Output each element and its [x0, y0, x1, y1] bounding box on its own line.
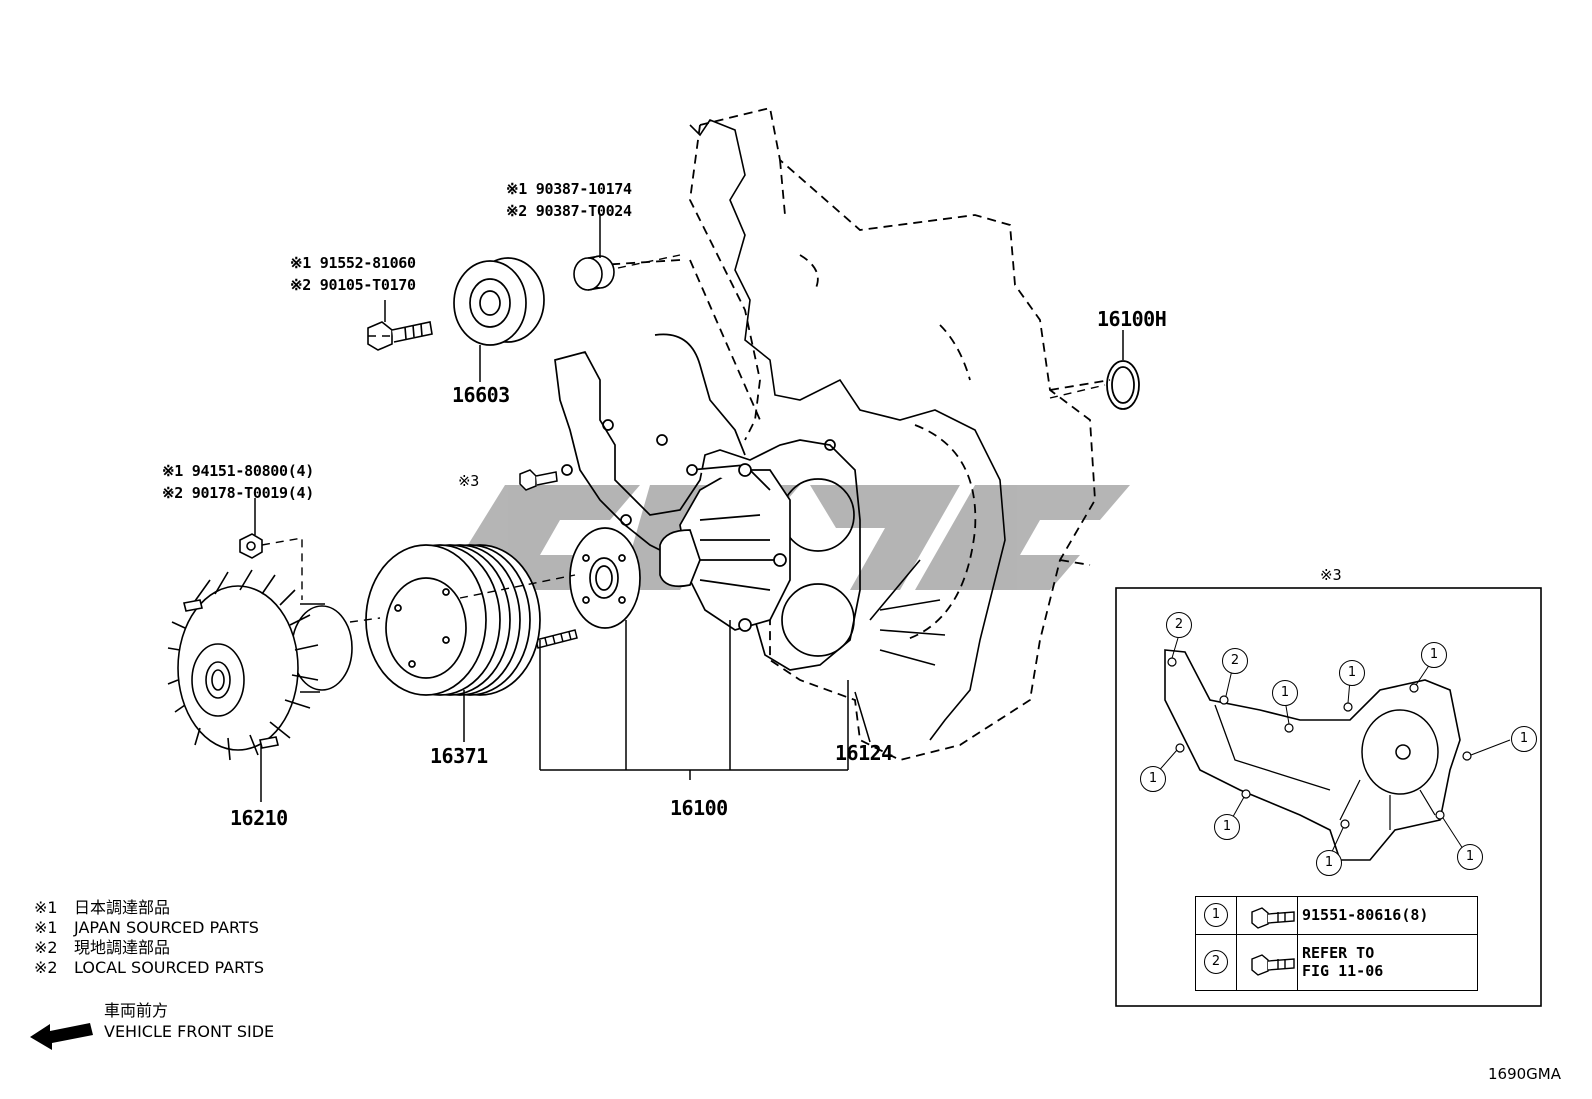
bolt-icon [1236, 896, 1298, 935]
inset-callout-1: 1 [1421, 642, 1447, 668]
part-16100H[interactable]: 16100H [1097, 307, 1167, 331]
o-ring-16100H [1106, 360, 1140, 410]
table-row: 1 91551-80616(8) [1195, 896, 1478, 935]
fastener-table: 1 91551-80616(8) 2 REFER TO FIG 11-06 [1195, 896, 1478, 992]
inset-callout-1: 1 [1511, 726, 1537, 752]
part-16603[interactable]: 16603 [452, 383, 510, 407]
alignment-dashes [261, 254, 1106, 623]
water-pump-body [659, 463, 791, 632]
bolt-91552 [367, 321, 433, 351]
table-row: 2 REFER TO FIG 11-06 [1195, 933, 1478, 992]
callout-91552: ※1 91552-81060 ※2 90105-T0170 [290, 252, 416, 296]
part-16100[interactable]: 16100 [670, 796, 728, 820]
callout-90387-line2: ※2 90387-T0024 [506, 202, 632, 220]
table-cell-num: 2 [1195, 933, 1237, 992]
callout-91552-line1: ※1 91552-81060 [290, 254, 416, 272]
spacer-90387 [573, 255, 615, 291]
idler-pulley-16603 [453, 257, 545, 346]
nut-94151 [239, 533, 263, 559]
table-cell-num: 1 [1195, 896, 1237, 935]
table-cell-value[interactable]: REFER TO FIG 11-06 [1297, 933, 1478, 992]
inset-callout-1: 1 [1140, 766, 1166, 792]
inset-title: ※3 [1320, 566, 1342, 584]
callout-90387-line1: ※1 90387-10174 [506, 180, 632, 198]
inset-callout-1: 1 [1316, 850, 1342, 876]
inset-callout-2: 2 [1166, 612, 1192, 638]
callout-90387: ※1 90387-10174 ※2 90387-T0024 [506, 178, 632, 222]
callout-91552-line2: ※2 90105-T0170 [290, 276, 416, 294]
timing-cover-outline [599, 106, 1111, 761]
bolt-mark3 [519, 469, 558, 491]
inset-box [1115, 587, 1542, 1007]
part-16210[interactable]: 16210 [230, 806, 288, 830]
fan-clutch-16210 [167, 569, 353, 761]
table-cell-value[interactable]: 91551-80616(8) [1297, 896, 1478, 935]
figure-code: 1690GMA [1488, 1065, 1562, 1083]
pump-hub-flange [569, 527, 641, 629]
front-arrow-icon [30, 1023, 93, 1050]
inset-callout-2: 2 [1222, 648, 1248, 674]
leader-lines [254, 215, 1124, 802]
inset-callout-1: 1 [1457, 844, 1483, 870]
callout-94151: ※1 94151-80800(4) ※2 90178-T0019(4) [162, 460, 314, 504]
bolt-icon [1236, 933, 1298, 992]
callout-mark3: ※3 [458, 472, 479, 490]
inset-callout-1: 1 [1339, 660, 1365, 686]
part-16124[interactable]: 16124 [835, 741, 893, 765]
inset-callout-1: 1 [1214, 814, 1240, 840]
pulley-16371 [365, 544, 541, 696]
inset-callout-1: 1 [1272, 680, 1298, 706]
timing-cover-solid [689, 119, 1006, 741]
part-16371[interactable]: 16371 [430, 744, 488, 768]
callout-94151-line2: ※2 90178-T0019(4) [162, 484, 314, 502]
stud-bolt [535, 629, 578, 649]
callout-94151-line1: ※1 94151-80800(4) [162, 462, 314, 480]
vehicle-front-label: 車両前方 VEHICLE FRONT SIDE [104, 1001, 275, 1041]
